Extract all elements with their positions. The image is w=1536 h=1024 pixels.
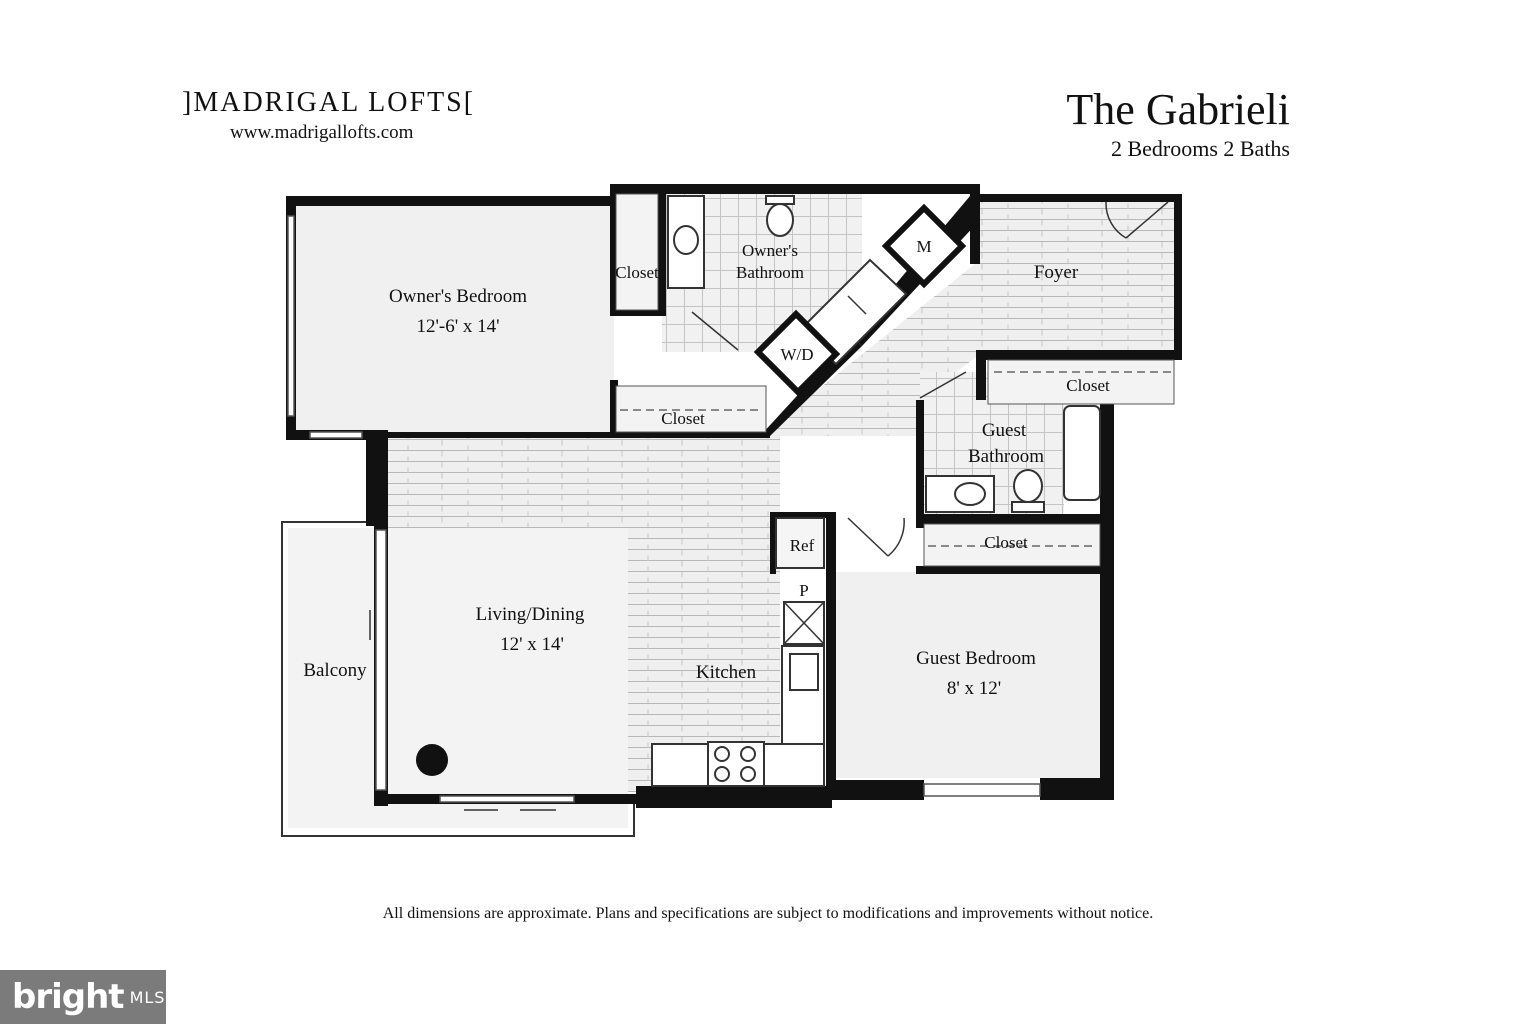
owners-closet-label: Closet: [615, 263, 659, 282]
foyer-closet-label: Closet: [1066, 376, 1110, 395]
guest-sink-icon: [954, 482, 986, 506]
stove-burners: [714, 746, 756, 782]
washer-dryer-label: W/D: [780, 345, 813, 364]
mechanical-unit: [881, 203, 967, 289]
washer-dryer-unit: [753, 309, 841, 397]
brand-name: ]MADRIGAL LOFTS[: [182, 87, 476, 118]
refrigerator-label: Ref: [790, 536, 815, 555]
kitchen-label: Kitchen: [696, 662, 757, 683]
brand-block: ]MADRIGAL LOFTS[ www.madrigallofts.com: [182, 87, 476, 144]
mechanical-label: M: [916, 237, 931, 256]
balcony-outline: [281, 521, 635, 837]
plan-summary: 2 Bedrooms 2 Baths: [1110, 136, 1290, 161]
disclaimer: All dimensions are approximate. Plans an…: [382, 905, 1154, 922]
owners-closet-bottom: [615, 385, 767, 433]
door-swings: [691, 201, 1169, 557]
foyer-closet: [987, 359, 1175, 405]
owners-toilet-tank: [765, 195, 795, 205]
owners-bedroom-size: 12'-6' x 14': [416, 316, 499, 337]
owners-shower-drain: [847, 295, 867, 315]
owners-closet-top: [615, 193, 659, 311]
balcony-label: Balcony: [303, 660, 367, 681]
hall-foyer-floor: [760, 196, 1176, 436]
owners-bedroom-floor: [296, 206, 614, 434]
living-dining-size: 12' x 14': [500, 634, 564, 655]
pantry-shelves: [783, 601, 825, 645]
guest-bedroom-name: Guest Bedroom: [916, 648, 1036, 669]
owners-sink-icon: [673, 225, 699, 255]
windows: [287, 215, 1041, 803]
bright-mls-watermark: bright MLS: [0, 970, 166, 1024]
guest-bathroom-label-2: Bathroom: [968, 446, 1044, 467]
owners-bathroom-label-1: Owner's: [742, 241, 798, 260]
balcony-floor: [288, 528, 628, 828]
owners-toilet-icon: [766, 203, 794, 237]
foyer-label: Foyer: [1034, 262, 1079, 283]
guest-bathroom-label-1: Guest: [982, 420, 1027, 441]
guest-bedroom-floor: [836, 572, 1108, 778]
guest-toilet-icon: [1013, 469, 1043, 503]
living-dining-name: Living/Dining: [476, 604, 585, 625]
plan-title: The Gabrieli: [1066, 85, 1290, 134]
column: [416, 744, 448, 776]
refrigerator: [775, 517, 825, 569]
brand-url: www.madrigallofts.com: [230, 122, 414, 143]
owners-bedroom-name: Owner's Bedroom: [389, 286, 527, 307]
owners-bathroom-label-2: Bathroom: [736, 263, 804, 282]
guest-closet-label: Closet: [984, 533, 1028, 552]
watermark-suffix: MLS: [129, 987, 166, 1007]
guest-bedroom-size: 8' x 12': [947, 678, 1001, 699]
kitchen-sink-icon: [789, 653, 819, 691]
sliding-door-arrows: [369, 610, 556, 811]
guest-tub: [1063, 405, 1101, 501]
guest-toilet-tank: [1011, 501, 1045, 513]
guest-closet: [923, 523, 1101, 567]
watermark-word: bright: [12, 977, 125, 1017]
pantry-label: P: [799, 581, 808, 600]
owners-closet-bottom-label: Closet: [661, 409, 705, 428]
